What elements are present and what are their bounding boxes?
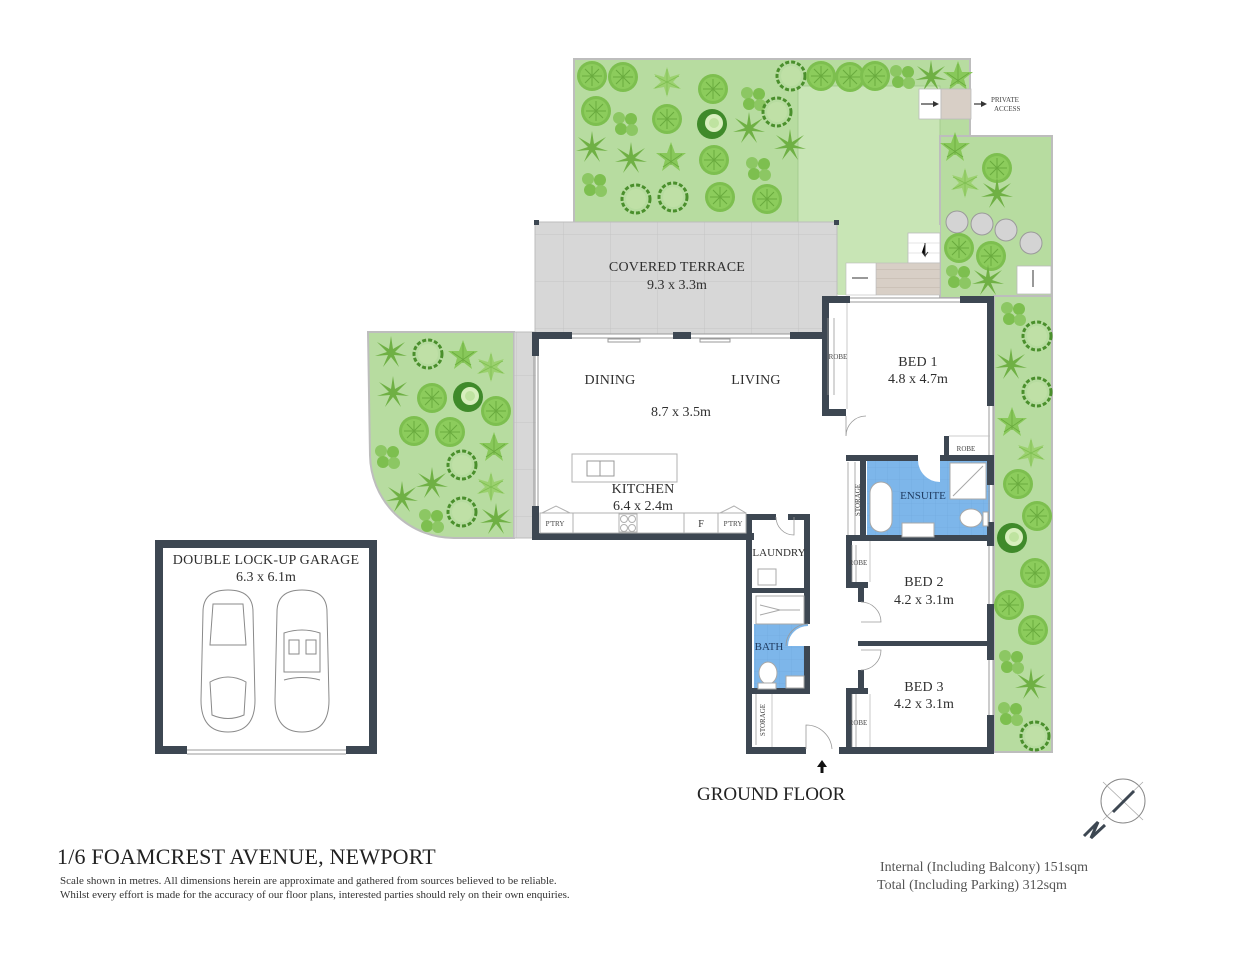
disclaimer-line-2: Whilst every effort is made for the accu… [60, 889, 570, 901]
private-access-steps: PRIVATE ACCESS [918, 88, 1021, 120]
walls [155, 296, 994, 754]
storage-label-hall: STORAGE [759, 704, 767, 736]
robe-storage-dividers [771, 303, 990, 747]
garage-dims: 6.3 x 6.1m [236, 570, 296, 585]
bed3-name: BED 3 [904, 680, 944, 695]
terrace-dims: 9.3 x 3.3m [647, 278, 707, 293]
pantry-label-2: P'TRY [724, 520, 743, 528]
covered-terrace: COVERED TERRACE 9.3 x 3.3m [513, 220, 839, 539]
living-dims: 8.7 x 3.5m [651, 405, 711, 420]
windows [187, 297, 994, 755]
bed3-dims: 4.2 x 3.1m [894, 697, 954, 712]
floor-title: GROUND FLOOR [697, 784, 846, 805]
private-access-label: PRIVATE [991, 96, 1019, 104]
total-area: Total (Including Parking) 312sqm [877, 878, 1067, 893]
room-labels: DINING LIVING 8.7 x 3.5m KITCHEN 6.4 x 2… [173, 353, 976, 736]
bed1-dims: 4.8 x 4.7m [888, 372, 948, 387]
garden-steps [845, 232, 1052, 296]
storage-label-ensuite: STORAGE [854, 484, 862, 516]
kitchen-dims: 6.4 x 2.4m [613, 499, 673, 514]
dining-name: DINING [585, 373, 636, 388]
kitchen-name: KITCHEN [612, 482, 675, 497]
laundry-name: LAUNDRY [752, 547, 805, 559]
robe-label-bed1-b: ROBE [957, 445, 976, 453]
kitchen-fixtures [539, 453, 747, 534]
house-interior [536, 298, 992, 753]
bed1-name: BED 1 [898, 355, 938, 370]
living-name: LIVING [731, 373, 780, 388]
robe-label-bed2: ROBE [849, 559, 868, 567]
disclaimer-line-1: Scale shown in metres. All dimensions he… [60, 875, 557, 887]
bath-name: BATH [755, 641, 784, 653]
bed2-name: BED 2 [904, 575, 944, 590]
car-icon [200, 589, 330, 733]
private-access-label-2: ACCESS [994, 105, 1021, 113]
bathroom-fixtures [755, 462, 989, 690]
north-compass-icon [1082, 778, 1146, 840]
entry-arrow-icon [817, 760, 827, 773]
fridge-label: F [698, 519, 704, 530]
doors [755, 318, 882, 750]
robe-label-bed3: ROBE [849, 719, 868, 727]
ensuite-name: ENSUITE [900, 490, 946, 502]
terrace-name: COVERED TERRACE [609, 260, 745, 275]
internal-area: Internal (Including Balcony) 151sqm [880, 860, 1089, 875]
robe-label-bed1: ROBE [829, 353, 848, 361]
bed2-dims: 4.2 x 3.1m [894, 593, 954, 608]
pantry-label-1: P'TRY [546, 520, 565, 528]
disclaimer: Scale shown in metres. All dimensions he… [60, 874, 570, 902]
property-address: 1/6 FOAMCREST AVENUE, NEWPORT [57, 844, 436, 869]
garage-name: DOUBLE LOCK-UP GARAGE [173, 553, 359, 568]
